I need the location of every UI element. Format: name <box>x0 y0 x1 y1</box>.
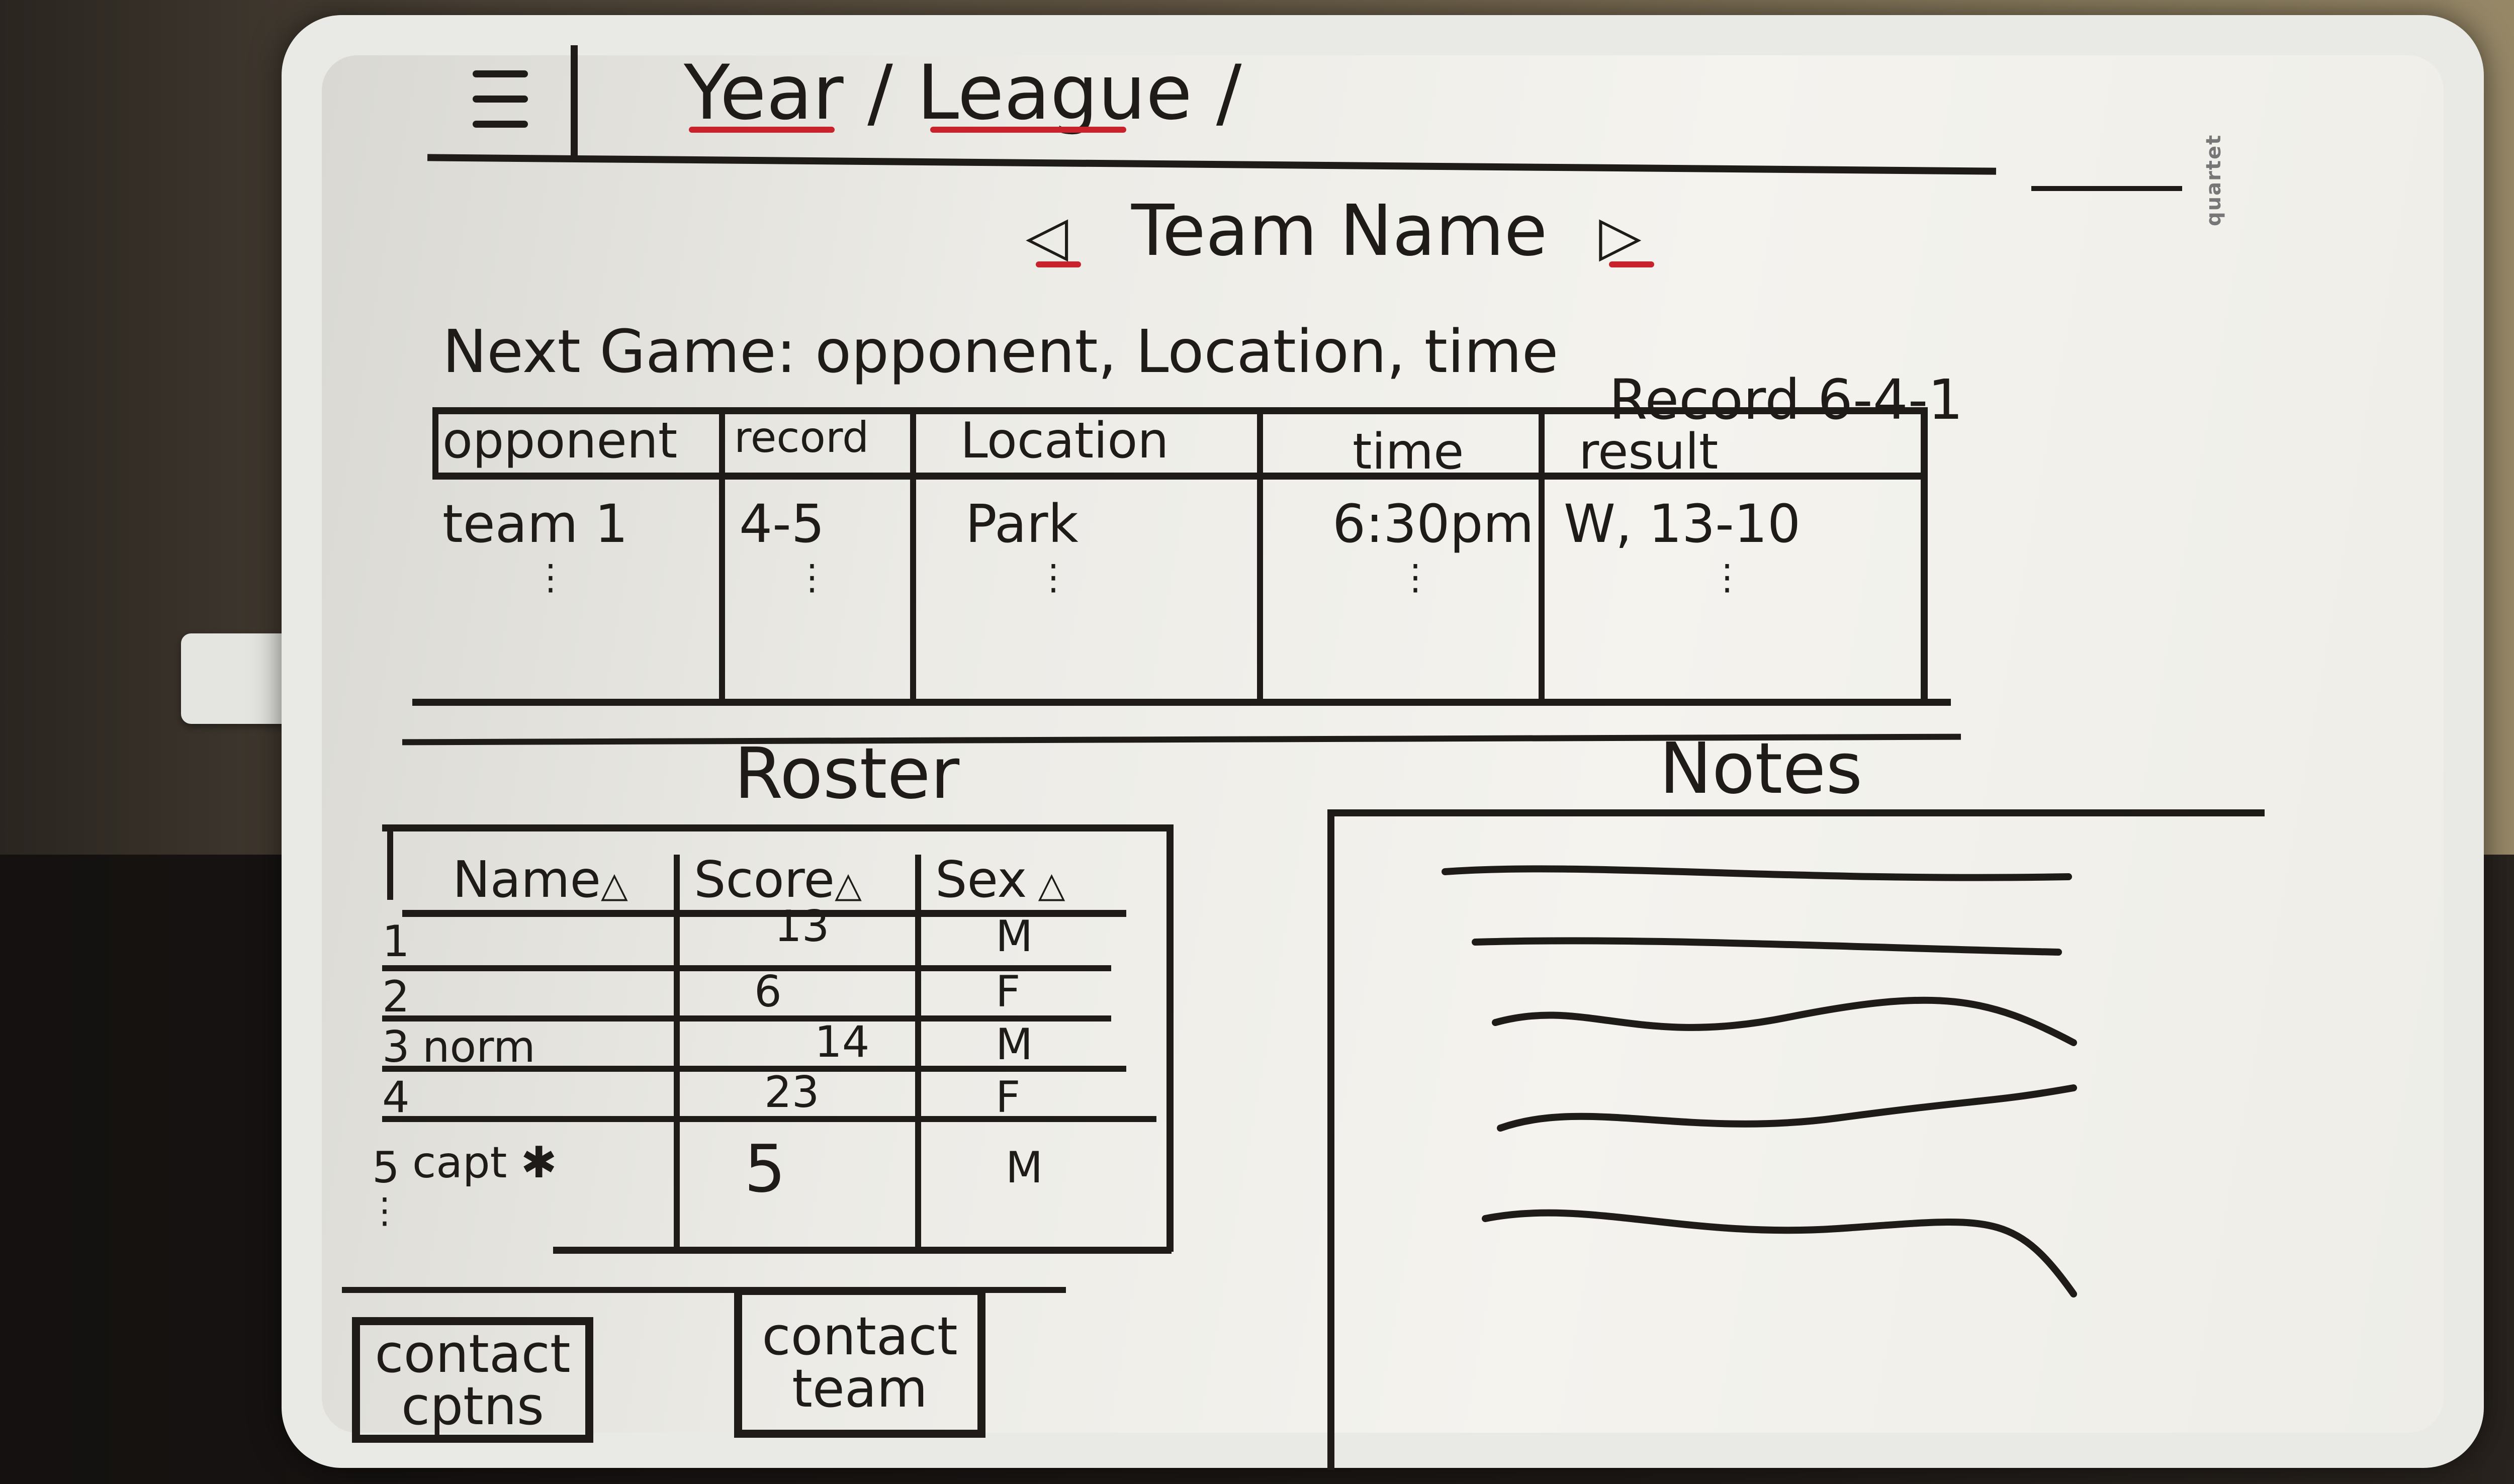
roster-header-name[interactable]: Name△ <box>453 855 628 905</box>
header-divider-right <box>2031 186 2182 191</box>
triangle-left-icon[interactable]: ◁ <box>1026 204 1068 268</box>
roster-cell-name[interactable]: norm <box>422 1022 535 1072</box>
roster-cell-score: 13 <box>774 901 830 952</box>
schedule-cell-record: 4-5 <box>739 493 825 554</box>
prev-team-underline <box>1036 261 1081 267</box>
roster-row-number: 4 <box>382 1072 410 1123</box>
ellipsis-vertical: ⋮ <box>1710 556 1745 598</box>
schedule-col-divider <box>1257 407 1263 699</box>
schedule-left-border <box>432 407 438 478</box>
roster-left-border <box>387 824 393 900</box>
roster-cell-sex: M <box>1006 1143 1043 1193</box>
roster-header-sex-label: Sex <box>935 850 1027 909</box>
roster-header-border <box>402 910 1126 917</box>
roster-row-number: 1 <box>382 916 410 967</box>
schedule-right-border <box>1921 407 1928 704</box>
roster-bottom-border <box>553 1247 1172 1254</box>
triangle-right-icon[interactable]: ▷ <box>1599 204 1642 268</box>
schedule-table: opponent record Location time result tea… <box>412 407 1951 706</box>
roster-cell-name[interactable]: capt ✱ <box>412 1138 557 1188</box>
roster-col-divider <box>915 855 921 1247</box>
schedule-header-record[interactable]: record <box>734 413 869 462</box>
roster-cell-score: 23 <box>764 1067 820 1118</box>
schedule-col-divider <box>910 407 916 699</box>
header-divider-left <box>571 45 578 161</box>
contact-captains-button[interactable]: contact cptns <box>352 1317 593 1443</box>
notes-title: Notes <box>1659 728 1863 810</box>
ellipsis-vertical: ⋮ <box>1036 556 1071 598</box>
roster-row-number: 3 <box>382 1022 410 1072</box>
ellipsis-vertical: ⋮ <box>533 556 568 598</box>
roster-right-border <box>1166 824 1174 1252</box>
ellipsis-vertical: ⋮ <box>794 556 830 598</box>
roster-row-separator <box>382 1066 1126 1072</box>
next-game-summary: Next Game: opponent, Location, time <box>442 317 1559 386</box>
schedule-header-border <box>432 473 1921 480</box>
roster-header-sex[interactable]: Sex △ <box>935 855 1065 905</box>
roster-top-border <box>382 824 1166 831</box>
contact-team-button[interactable]: contact team <box>734 1287 985 1438</box>
roster-cell-score: 5 <box>744 1131 786 1207</box>
schedule-bottom-border <box>412 699 1951 706</box>
schedule-header-location[interactable]: Location <box>960 412 1169 470</box>
breadcrumb[interactable]: Year / League / <box>684 49 1242 137</box>
roster-row-number: 5 <box>372 1143 400 1193</box>
schedule-header-result[interactable]: result <box>1579 423 1719 481</box>
roster-header-score[interactable]: Score△ <box>694 855 862 905</box>
notes-area[interactable] <box>1327 809 2265 1470</box>
roster-row-separator <box>382 1116 1156 1122</box>
roster-cell-sex: M <box>996 1019 1033 1070</box>
roster-row-number: 2 <box>382 972 410 1022</box>
triangle-sort-icon[interactable]: △ <box>601 864 628 905</box>
hamburger-icon[interactable] <box>473 70 528 131</box>
roster-header-name-label: Name <box>453 850 601 909</box>
notes-placeholder-lines <box>1442 865 2077 1297</box>
roster-table: Name△ Score△ Sex △ 1 13 M 2 6 F 3 norm 1… <box>367 824 1177 1262</box>
schedule-header-opponent[interactable]: opponent <box>442 412 678 470</box>
schedule-cell-result: W, 13-10 <box>1564 493 1801 554</box>
schedule-cell-opponent[interactable]: team 1 <box>442 493 628 554</box>
roster-row-separator <box>382 965 1111 971</box>
brand-logo: quartet <box>2202 134 2225 226</box>
roster-title: Roster <box>734 733 960 815</box>
breadcrumb-year-underline <box>689 127 835 133</box>
schedule-cell-time: 6:30pm <box>1332 493 1534 554</box>
ellipsis-vertical: ⋮ <box>367 1190 402 1231</box>
schedule-col-divider <box>1539 407 1545 699</box>
roster-col-divider <box>674 855 680 1252</box>
roster-row-separator <box>382 1015 1111 1022</box>
season-record: Record 6-4-1 <box>1609 367 1963 432</box>
schedule-header-time[interactable]: time <box>1353 423 1464 481</box>
roster-cell-sex: F <box>996 1072 1021 1123</box>
team-name-title: Team Name <box>1131 190 1548 272</box>
roster-cell-score: 14 <box>815 1017 870 1067</box>
schedule-cell-location: Park <box>965 493 1079 554</box>
next-team-underline <box>1609 261 1654 267</box>
schedule-col-divider <box>719 407 725 699</box>
roster-cell-score: 6 <box>754 967 782 1017</box>
roster-cell-sex: F <box>996 967 1021 1017</box>
ellipsis-vertical: ⋮ <box>1398 556 1433 598</box>
breadcrumb-league-underline <box>930 127 1126 133</box>
roster-header-score-label: Score <box>694 850 835 909</box>
triangle-sort-icon[interactable]: △ <box>1027 864 1065 905</box>
triangle-sort-icon[interactable]: △ <box>835 864 862 905</box>
roster-cell-sex: M <box>996 911 1033 962</box>
schedule-top-border <box>432 407 1921 414</box>
